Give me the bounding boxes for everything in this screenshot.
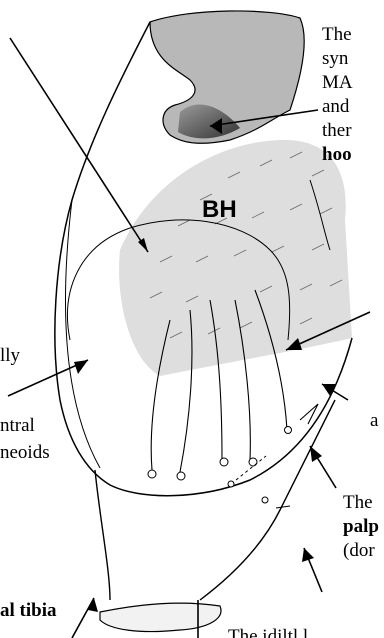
annotation-top-right-line-2: syn — [322, 48, 348, 70]
annotation-bottom-center: The idiltl l — [228, 626, 308, 638]
annotation-left-2: ntral — [0, 415, 35, 437]
annotation-bottom-right-3: (dor — [343, 540, 375, 562]
annotation-top-right-line-5: ther — [322, 120, 352, 142]
annotation-right-mid: a — [370, 410, 378, 432]
palp-segment — [95, 400, 335, 600]
tibia-joint — [100, 603, 221, 631]
annotation-top-right-line-1: The — [322, 24, 352, 46]
bh-shaded-region — [119, 140, 352, 376]
tick-right — [276, 506, 290, 508]
annotation-left-1: lly — [0, 345, 20, 367]
annotation-bottom-left: al tibia — [0, 600, 56, 622]
annotation-top-right-line-6: hoo — [322, 144, 352, 166]
setae-sockets — [148, 427, 292, 504]
bh-label: BH — [202, 196, 237, 224]
bulb-inner-rim — [65, 200, 100, 468]
annotation-bottom-right-1: The — [343, 492, 373, 514]
annotation-top-right-line-4: and — [322, 96, 349, 118]
annotation-bottom-right-2: palp — [343, 516, 379, 538]
annotation-top-right-line-3: MA — [322, 72, 353, 94]
annotation-left-3: neoids — [0, 442, 50, 464]
